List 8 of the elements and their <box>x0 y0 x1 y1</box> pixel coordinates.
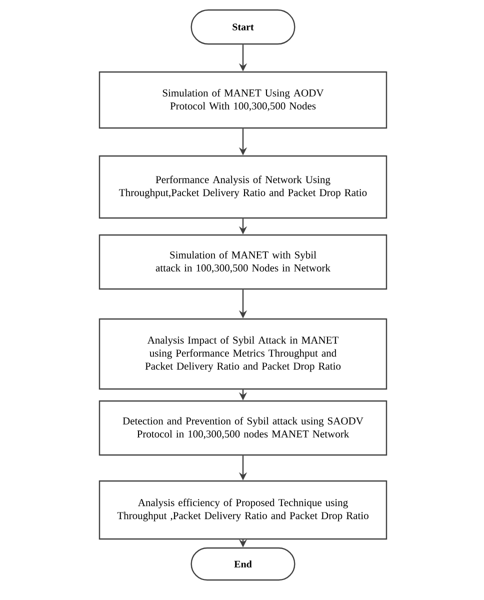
terminal-pill: End <box>190 547 296 581</box>
process-box: Analysis efficiency of Proposed Technique using Throughput ,Packet Delivery Ratio and Packet Drop Ratio <box>98 480 388 540</box>
process-box: Simulation of MANET Using AODV Protocol With 100,300,500 Nodes <box>98 71 388 129</box>
terminal-pill: Start <box>190 9 296 45</box>
process-box: Detection and Prevention of Sybil attack using SAODV Protocol in 100,300,500 nodes MANET Network <box>98 400 388 456</box>
process-box: Performance Analysis of Network Using Throughput,Packet Delivery Ratio and Packet Drop Ratio <box>98 155 388 219</box>
process-box: Simulation of MANET with Sybil attack in 100,300,500 Nodes in Network <box>98 234 388 290</box>
process-box: Analysis Impact of Sybil Attack in MANET using Performance Metrics Throughput and Packet Delivery Ratio and Packet Drop Ratio <box>98 318 388 390</box>
